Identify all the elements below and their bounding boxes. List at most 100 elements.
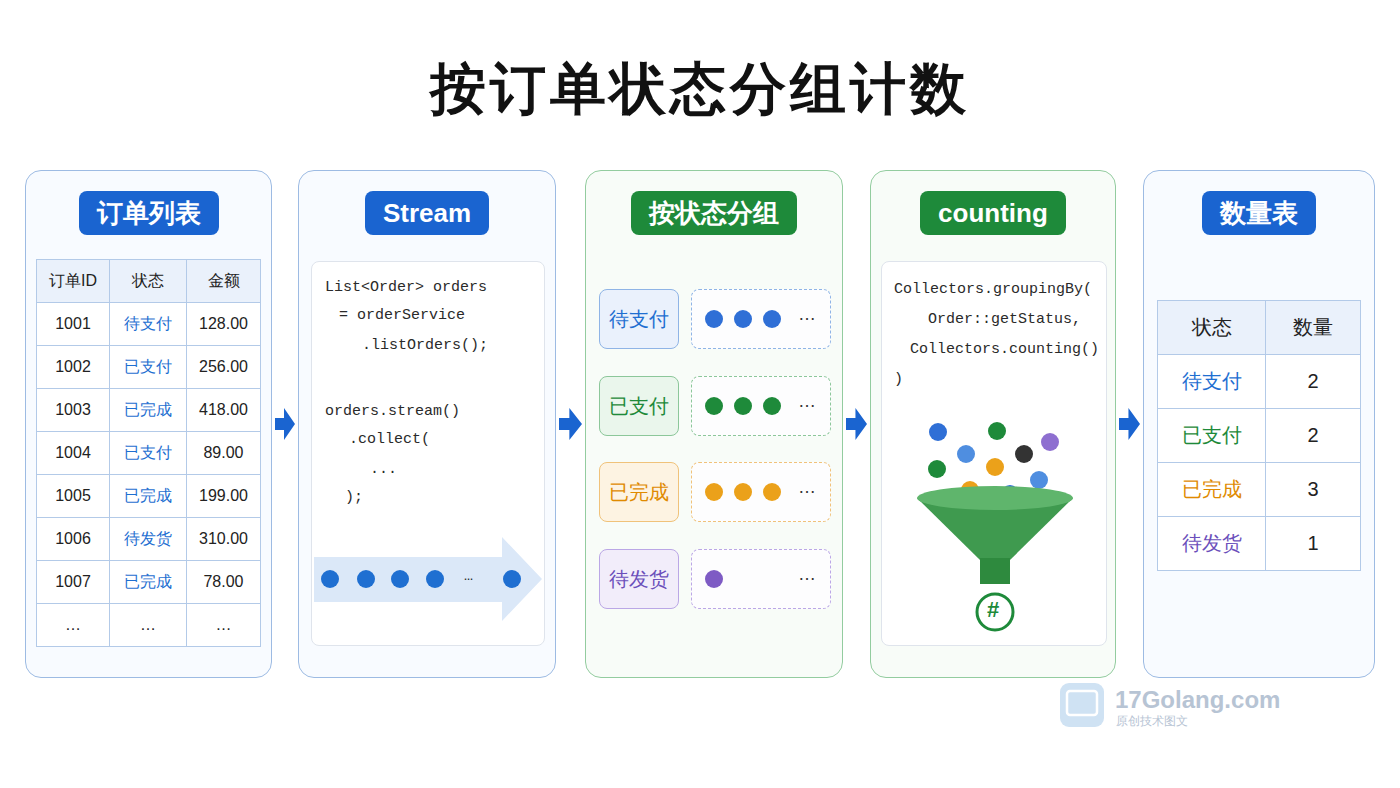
watermark: 17Golang.com: [1115, 686, 1280, 714]
table-cell: 256.00: [186, 345, 261, 389]
table-cell: 3: [1265, 462, 1361, 517]
table-cell: 2: [1265, 408, 1361, 463]
panel-heading: counting: [871, 191, 1115, 235]
table-cell: 订单ID: [36, 259, 110, 303]
cell-text: 256.00: [199, 358, 248, 376]
flow-arrow: [1119, 408, 1140, 440]
dash-box: …: [691, 289, 831, 349]
code-line: Collectors.counting(): [910, 340, 1099, 360]
table-cell: …: [186, 603, 261, 647]
cell-text: 1005: [55, 487, 91, 505]
arrow-shape: [275, 408, 295, 440]
cell-text: 418.00: [199, 401, 248, 419]
panel-heading: Stream: [299, 191, 555, 235]
cell-text: 状态: [132, 271, 164, 292]
grp-box: 已支付: [599, 376, 679, 436]
cell-text: 已支付: [1182, 422, 1242, 449]
code-line: = orderService: [339, 306, 465, 326]
cell-text: …: [65, 616, 81, 634]
table-cell: 已支付: [109, 345, 187, 389]
table-cell: 待发货: [109, 517, 187, 561]
table-cell: 已支付: [109, 431, 187, 475]
table-cell: 89.00: [186, 431, 261, 475]
arrow-shape: [1119, 408, 1140, 440]
cell-text: 待发货: [124, 529, 172, 550]
group-label: 已支付: [609, 393, 669, 420]
table-cell: 128.00: [186, 302, 261, 346]
cell-text: 金额: [208, 271, 240, 292]
code-line: );: [345, 488, 363, 508]
table-cell: 已支付: [1157, 408, 1266, 463]
code-box: Collectors.groupingBy(Order::getStatus,C…: [881, 261, 1107, 646]
group-label: 待支付: [609, 306, 669, 333]
code-line: …: [464, 567, 473, 587]
table-cell: 1001: [36, 302, 110, 346]
heading-pill: counting: [920, 191, 1066, 235]
count-symbol: #: [973, 597, 1013, 623]
ellipsis: …: [798, 564, 816, 585]
cell-text: 1006: [55, 530, 91, 548]
table-cell: 1007: [36, 560, 110, 604]
dash-box: …: [691, 376, 831, 436]
cell-text: 199.00: [199, 487, 248, 505]
cell-text: 数量: [1293, 314, 1333, 341]
diagram-title: 按订单状态分组计数: [0, 52, 1400, 128]
flow-arrow: [846, 408, 867, 440]
flow-arrow: [559, 408, 582, 440]
heading-pill: 按状态分组: [631, 191, 797, 235]
group-label: 待发货: [609, 566, 669, 593]
table-cell: 78.00: [186, 560, 261, 604]
grp-box: 已完成: [599, 462, 679, 522]
table-cell: 金额: [186, 259, 261, 303]
table-cell: 1004: [36, 431, 110, 475]
table-cell: 已完成: [109, 388, 187, 432]
cell-text: …: [216, 616, 232, 634]
cell-text: 待支付: [124, 314, 172, 335]
cell-text: 已支付: [124, 443, 172, 464]
code-line: Order::getStatus,: [928, 310, 1081, 330]
cell-text: 已支付: [124, 357, 172, 378]
table-cell: 状态: [1157, 300, 1266, 355]
cell-text: 310.00: [199, 530, 248, 548]
table-cell: 2: [1265, 354, 1361, 409]
cell-text: 待发货: [1182, 530, 1242, 557]
cell-text: 1002: [55, 358, 91, 376]
arrow-shape: [559, 408, 582, 440]
cell-text: 3: [1307, 478, 1318, 501]
cell-text: 128.00: [199, 315, 248, 333]
ellipsis: …: [798, 477, 816, 498]
ellipsis: …: [798, 304, 816, 325]
table-cell: 1002: [36, 345, 110, 389]
code-line: ...: [370, 460, 397, 480]
table-cell: 1003: [36, 388, 110, 432]
table-cell: 1006: [36, 517, 110, 561]
table-cell: 199.00: [186, 474, 261, 518]
table-cell: 1: [1265, 516, 1361, 571]
cell-text: 89.00: [203, 444, 243, 462]
flow-arrow: [275, 408, 295, 440]
panel-heading: 数量表: [1144, 191, 1374, 235]
code-box: List<Order> orders = orderService .listOrd…: [311, 261, 545, 646]
cell-text: 1003: [55, 401, 91, 419]
panel-box: StreamList<Order> orders = orderService .l…: [298, 170, 556, 678]
cell-text: 待支付: [1182, 368, 1242, 395]
cell-text: 2: [1307, 424, 1318, 447]
heading-pill: 订单列表: [79, 191, 219, 235]
code-line: Collectors.groupingBy(: [894, 280, 1092, 300]
cell-text: 1004: [55, 444, 91, 462]
code-line: List<Order> orders: [325, 278, 487, 298]
dash-box: …: [691, 462, 831, 522]
cell-text: 78.00: [203, 573, 243, 591]
cell-text: 已完成: [124, 486, 172, 507]
cell-text: …: [140, 616, 156, 634]
cell-text: 状态: [1192, 314, 1232, 341]
table-cell: 数量: [1265, 300, 1361, 355]
cell-text: 2: [1307, 370, 1318, 393]
code-line: .collect(: [349, 430, 430, 450]
code-line: .listOrders();: [362, 336, 488, 356]
table-cell: 待支付: [109, 302, 187, 346]
logo-icon: [1059, 682, 1105, 728]
table-cell: …: [109, 603, 187, 647]
grp-box: 待发货: [599, 549, 679, 609]
